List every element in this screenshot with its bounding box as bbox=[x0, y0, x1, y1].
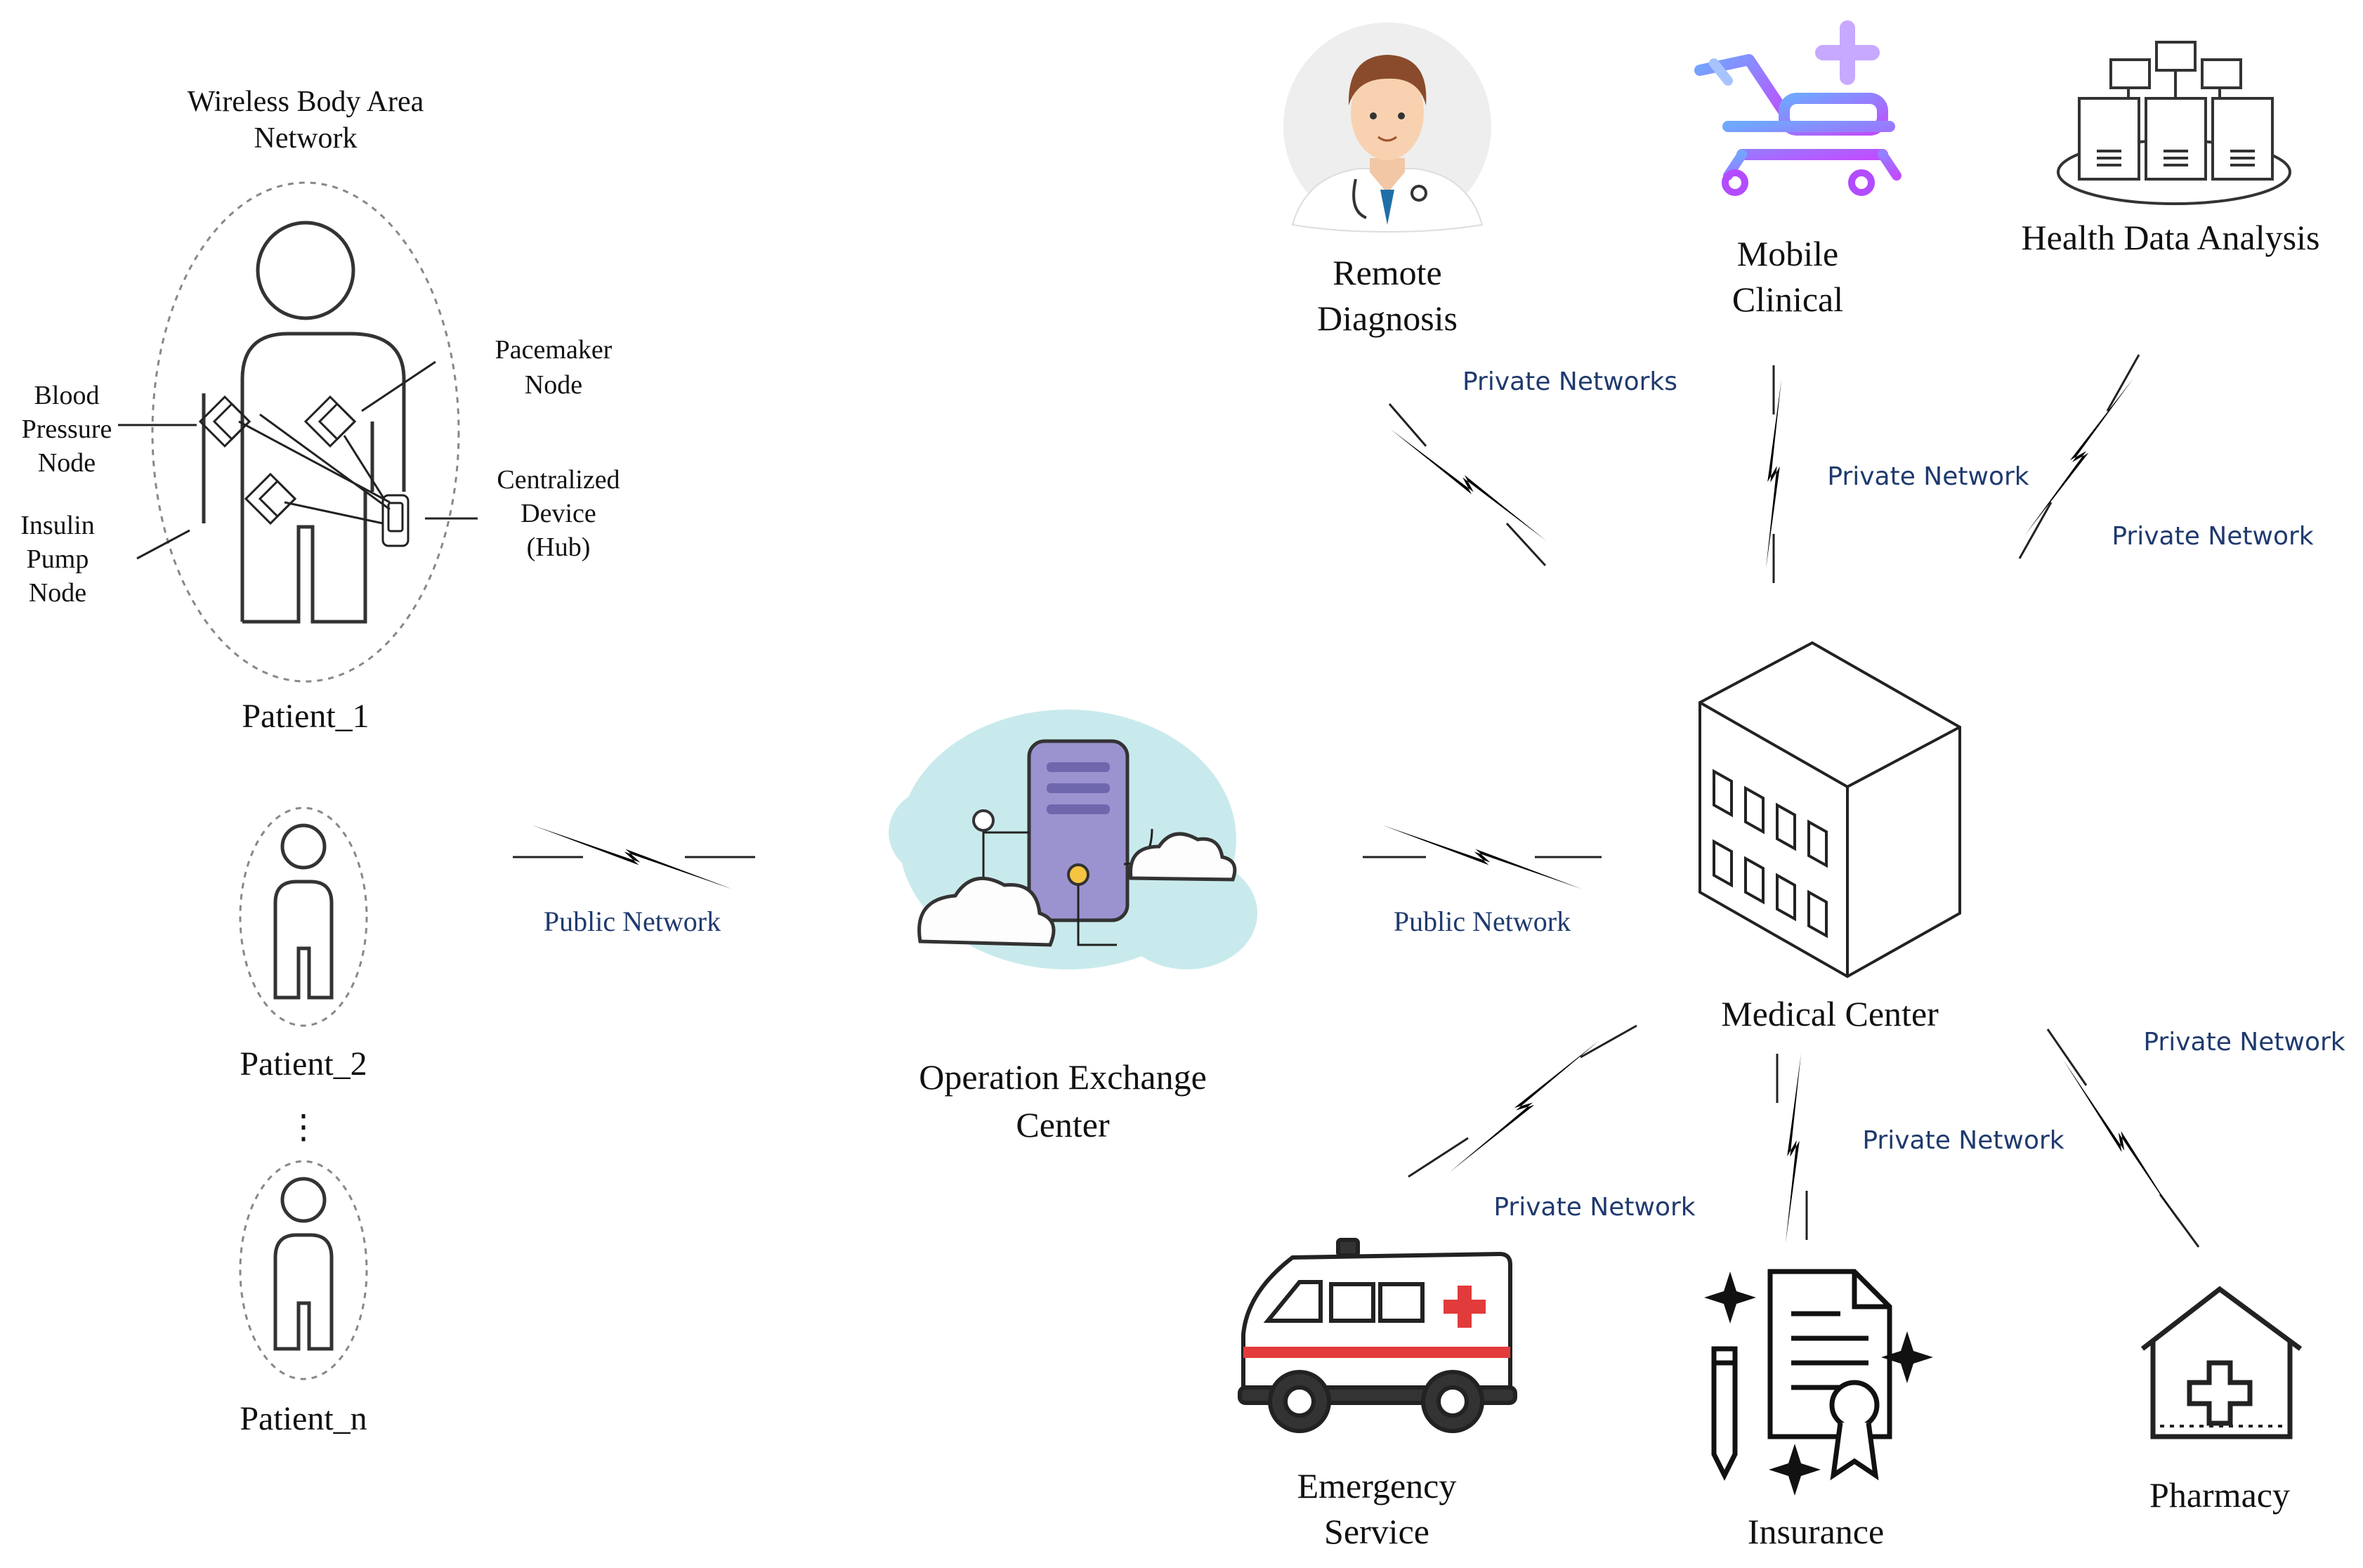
wban-group: Wireless Body Area Network bbox=[20, 86, 620, 735]
private-network-pharmacy-label: Private Network bbox=[2143, 1028, 2345, 1057]
wban-title-line2: Network bbox=[254, 122, 358, 155]
callout-lines bbox=[118, 360, 478, 560]
doctor-avatar-icon bbox=[1283, 22, 1491, 233]
pacemaker-label-line1: Pacemaker bbox=[495, 335, 613, 365]
patient-n-figure bbox=[273, 1177, 334, 1351]
public-network-left-label: Public Network bbox=[544, 906, 721, 937]
emergency-label-line1: Emergency bbox=[1297, 1466, 1457, 1505]
ambulance-icon bbox=[1238, 1238, 1517, 1433]
patient-n-label: Patient_n bbox=[240, 1400, 367, 1437]
patient-1-figure bbox=[202, 221, 406, 624]
cloud-server-icon bbox=[889, 710, 1257, 969]
private-network-insurance-link: Private Network bbox=[1739, 1054, 2064, 1243]
medical-center-label: Medical Center bbox=[1721, 994, 1939, 1033]
private-network-remote-link: Private Networks bbox=[1373, 367, 1677, 567]
insurance-document-icon bbox=[1711, 1269, 1892, 1481]
patient-2-figure bbox=[273, 823, 334, 1000]
operation-exchange-center: Operation Exchange Center bbox=[889, 710, 1257, 1144]
patient-2-group: Patient_2 ⋮ bbox=[239, 806, 368, 1146]
wireless-bolt-icon bbox=[1739, 1054, 1848, 1243]
private-network-pharmacy-link: Private Network bbox=[2024, 1028, 2345, 1248]
remote-diagnosis: Remote Diagnosis bbox=[1283, 22, 1491, 338]
patient-2-boundary bbox=[239, 806, 368, 1027]
hub-label-line1: Centralized bbox=[497, 465, 620, 495]
wireless-bolt-icon bbox=[1449, 1008, 1599, 1205]
blood-pressure-label-line1: Blood bbox=[34, 381, 100, 410]
emergency-label-line2: Service bbox=[1324, 1512, 1429, 1551]
patient-2-label: Patient_2 bbox=[240, 1045, 367, 1083]
health-data-analysis: Health Data Analysis bbox=[2022, 41, 2320, 257]
wban-boundary bbox=[151, 181, 460, 683]
insurance: Insurance bbox=[1704, 1269, 1933, 1551]
emergency-service: Emergency Service bbox=[1238, 1238, 1517, 1551]
remote-label-line1: Remote bbox=[1333, 253, 1442, 292]
private-network-health-link: Private Network bbox=[2018, 354, 2314, 559]
private-network-mobile-link: Private Network bbox=[1719, 365, 2029, 583]
blood-pressure-label-line3: Node bbox=[38, 448, 96, 478]
insulin-pump-sensor-icon bbox=[244, 472, 297, 525]
hospital-bed-icon bbox=[1694, 20, 1901, 196]
hub-label-line3: (Hub) bbox=[527, 533, 591, 562]
public-network-right-link: Public Network bbox=[1363, 825, 1602, 937]
sparkle-icon bbox=[1704, 1272, 1933, 1496]
mobile-label-line1: Mobile bbox=[1737, 234, 1838, 273]
hub-label-line2: Device bbox=[521, 499, 596, 528]
operation-label-line2: Center bbox=[1016, 1105, 1110, 1144]
patient-1-label: Patient_1 bbox=[242, 698, 369, 735]
patient-n-group: Patient_n bbox=[239, 1160, 368, 1437]
insulin-label-line3: Node bbox=[29, 578, 86, 608]
patient-ellipsis: ⋮ bbox=[287, 1109, 320, 1146]
private-networks-label: Private Networks bbox=[1462, 367, 1677, 396]
patient-n-boundary bbox=[239, 1160, 368, 1380]
insulin-label-line1: Insulin bbox=[20, 511, 95, 540]
building-icon bbox=[1698, 641, 1961, 979]
private-network-mobile-label: Private Network bbox=[1827, 462, 2029, 491]
private-network-emergency-label: Private Network bbox=[1493, 1193, 1695, 1222]
medical-center: Medical Center bbox=[1698, 641, 1961, 1033]
blood-pressure-label-line2: Pressure bbox=[22, 414, 112, 444]
sensor-links bbox=[238, 413, 391, 525]
operation-label-line1: Operation Exchange bbox=[919, 1057, 1207, 1097]
private-network-emergency-link: Private Network bbox=[1408, 1008, 1696, 1222]
pacemaker-label-line2: Node bbox=[525, 370, 582, 400]
pharmacy-label: Pharmacy bbox=[2149, 1475, 2290, 1515]
mobile-clinical: Mobile Clinical bbox=[1694, 20, 1901, 319]
hub-device-icon bbox=[381, 494, 410, 547]
insurance-label: Insurance bbox=[1748, 1512, 1884, 1551]
pacemaker-sensor-icon bbox=[303, 395, 357, 448]
wireless-bolt-icon bbox=[1373, 429, 1564, 541]
private-network-insurance-label: Private Network bbox=[1862, 1126, 2064, 1155]
pharmacy-icon bbox=[2140, 1286, 2303, 1439]
private-network-health-label: Private Network bbox=[2112, 522, 2313, 551]
server-rack-icon bbox=[2057, 41, 2291, 205]
mobile-label-line2: Clinical bbox=[1732, 280, 1843, 319]
public-network-left-link: Public Network bbox=[513, 825, 755, 937]
wban-title-line1: Wireless Body Area bbox=[188, 86, 424, 118]
health-data-label: Health Data Analysis bbox=[2022, 218, 2320, 257]
public-network-right-label: Public Network bbox=[1394, 906, 1571, 937]
pharmacy: Pharmacy bbox=[2140, 1286, 2303, 1515]
insulin-label-line2: Pump bbox=[27, 544, 89, 574]
remote-label-line2: Diagnosis bbox=[1317, 299, 1458, 338]
blood-pressure-sensor-icon bbox=[198, 395, 251, 448]
